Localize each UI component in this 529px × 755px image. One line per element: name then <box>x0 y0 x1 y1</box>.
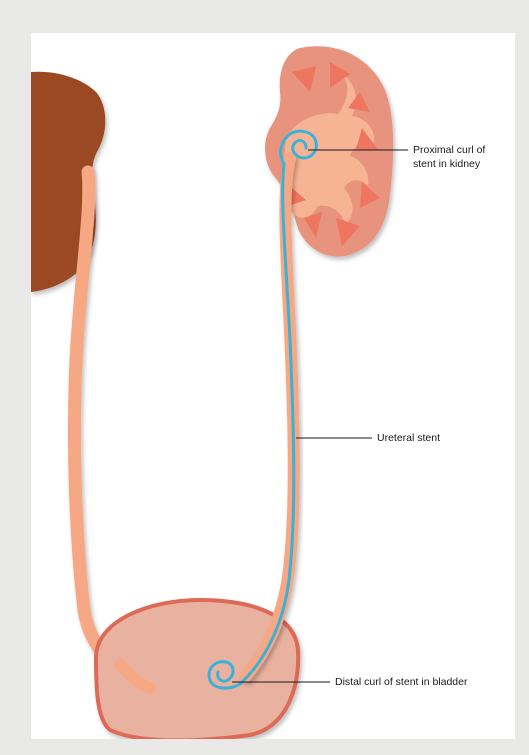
distal-curl-label: Distal curl of stent in bladder <box>335 675 467 689</box>
ureteral-stent-label: Ureteral stent <box>377 431 440 445</box>
urinary-tract-diagram <box>31 33 515 739</box>
figure-canvas <box>31 33 515 739</box>
proximal-curl-label: Proximal curl of stent in kidney <box>413 143 485 171</box>
